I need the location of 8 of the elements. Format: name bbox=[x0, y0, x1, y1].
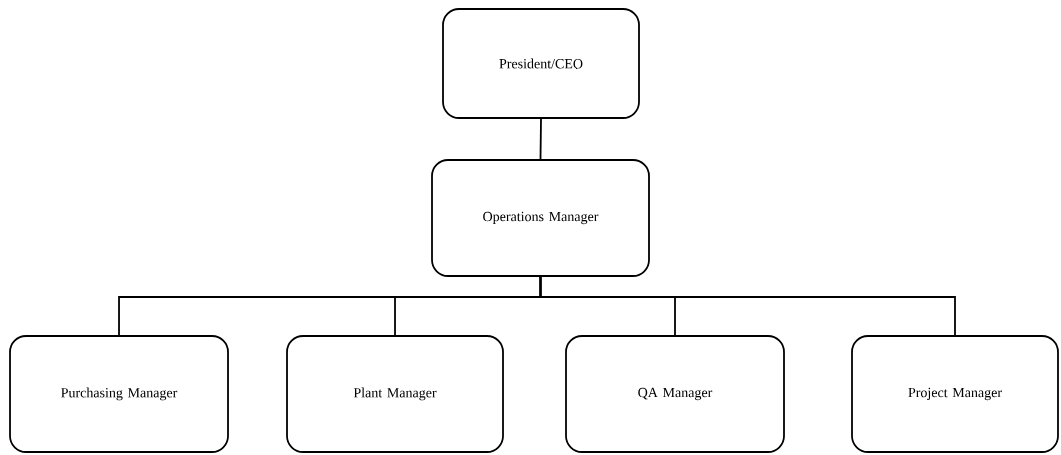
org-box: Operations Manager bbox=[431, 159, 650, 277]
org-box: President/CEO bbox=[442, 8, 640, 119]
connector-line bbox=[539, 276, 956, 336]
org-box: Plant Manager bbox=[286, 335, 504, 453]
org-box: QA Manager bbox=[565, 335, 785, 453]
org-box: Project Manager bbox=[851, 335, 1059, 453]
org-box: Purchasing Manager bbox=[9, 335, 229, 453]
connector-line bbox=[539, 118, 542, 160]
